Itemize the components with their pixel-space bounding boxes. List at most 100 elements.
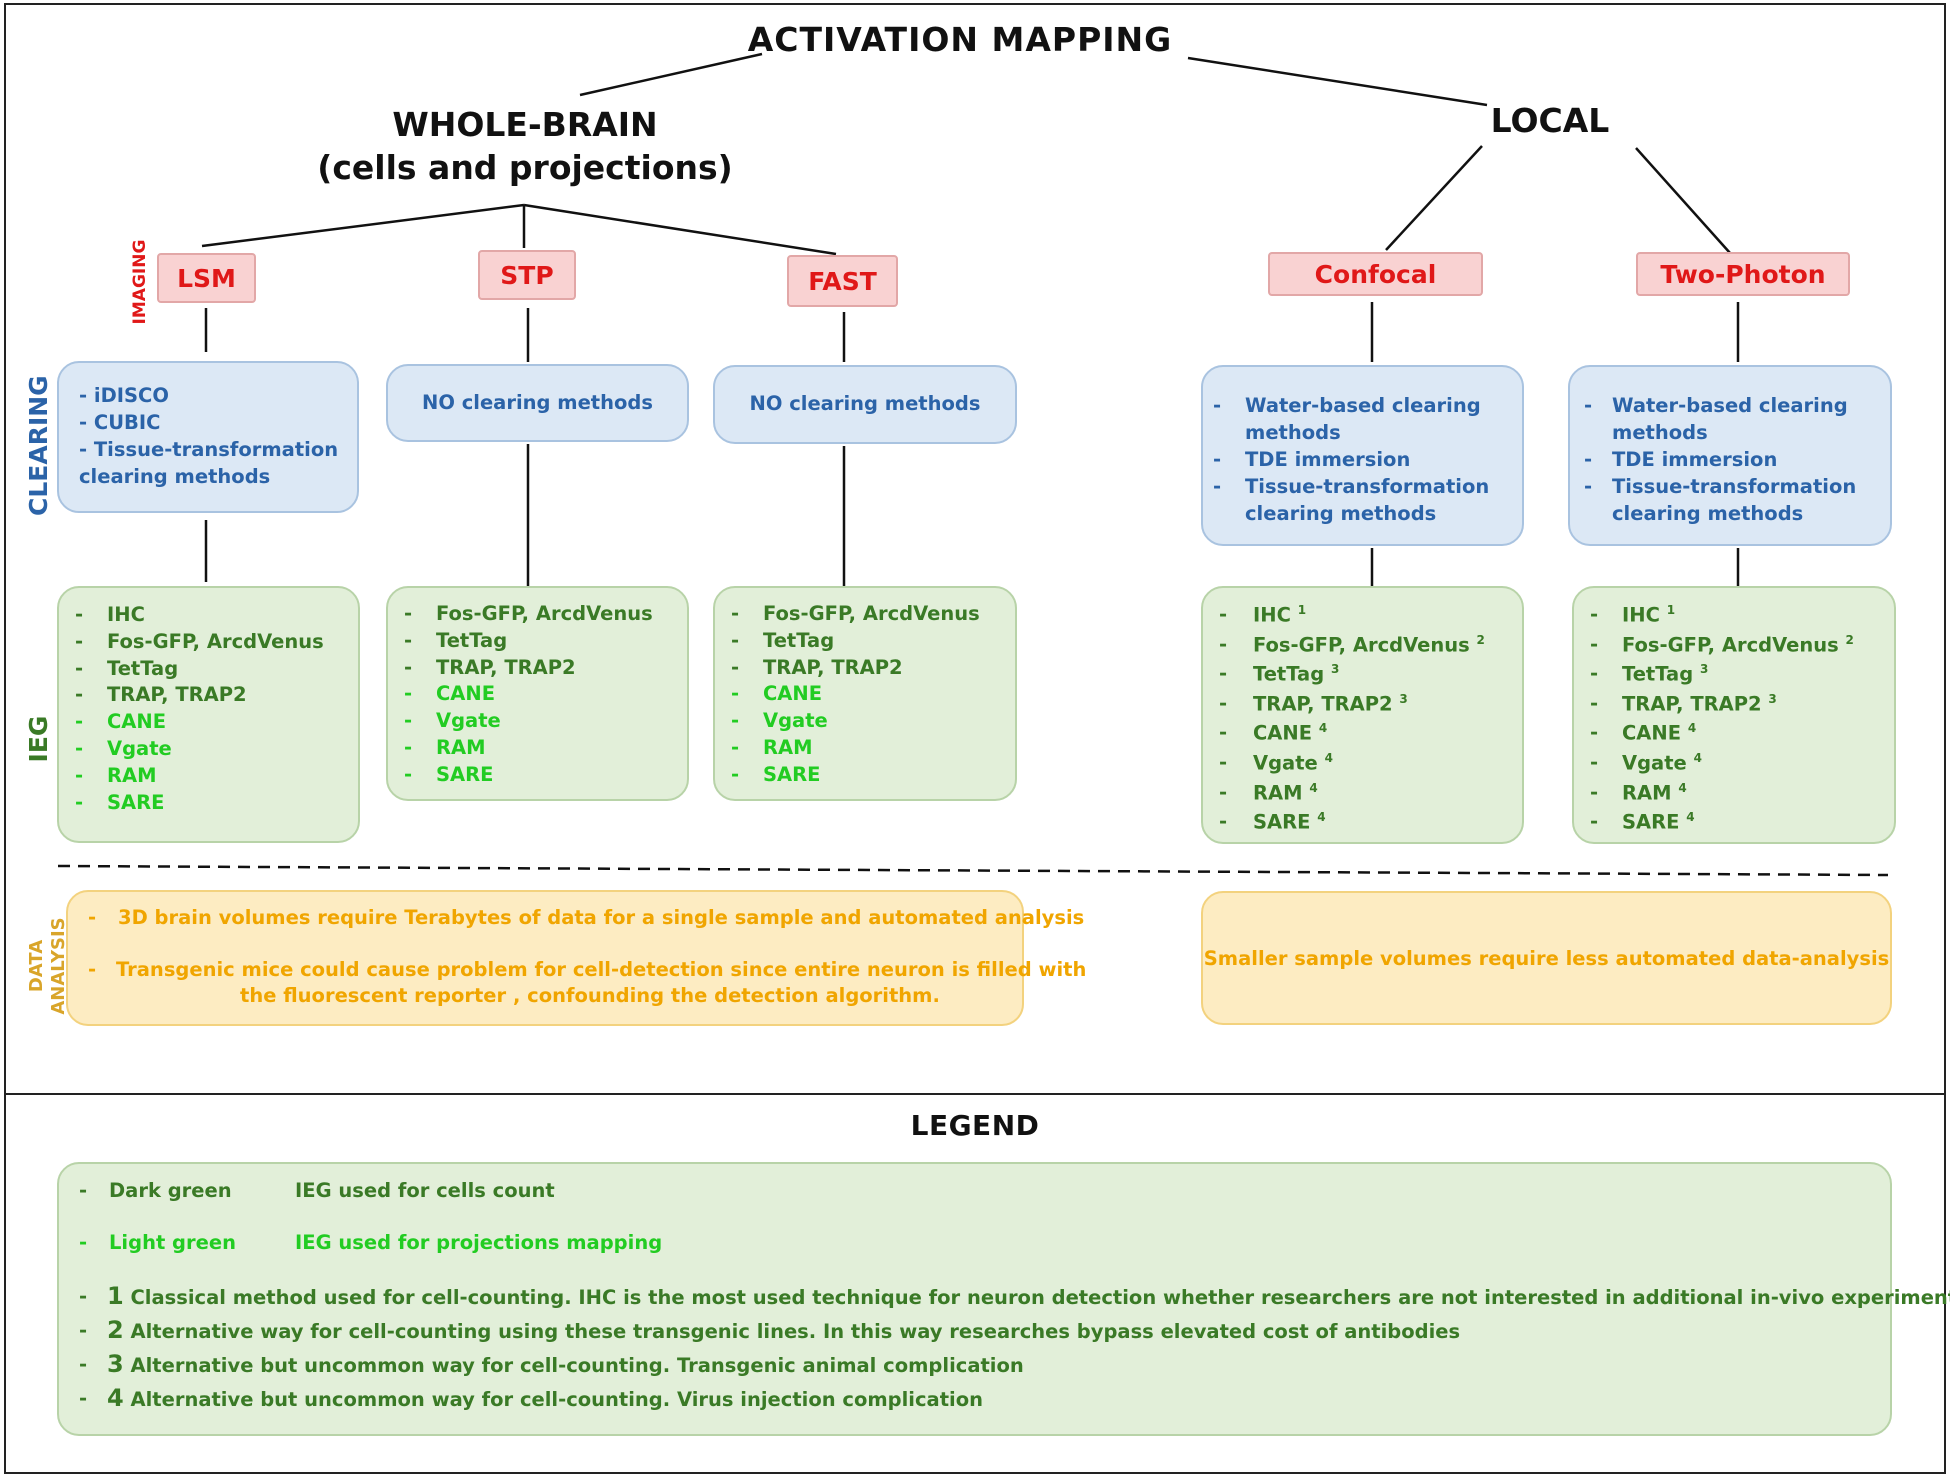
ieg-item-label: Fos-GFP, ArcdVenus — [763, 602, 980, 625]
data-bullet: - — [88, 906, 97, 929]
legend-dark-green-label: Dark green — [109, 1179, 232, 1202]
ieg-item-fast: SARE — [763, 763, 820, 786]
ieg-item-footnote: 4 — [1678, 780, 1687, 795]
legend-note-1: 1 Classical method used for cell-countin… — [107, 1282, 1950, 1310]
connector-local-confocal — [1385, 145, 1483, 251]
ieg-item-lsm: SARE — [107, 791, 164, 814]
ieg-item-label: CANE — [107, 710, 167, 734]
ieg-item-local: RAM 4 — [1253, 781, 1318, 805]
legend-note-text: Alternative but uncommon way for cell-co… — [130, 1388, 984, 1411]
legend-note-3: 3 Alternative but uncommon way for cell-… — [107, 1350, 1024, 1378]
ieg-bullet: - — [1590, 780, 1599, 804]
ieg-bullet: - — [1219, 780, 1228, 804]
clearing-confocal-line: Tissue-transformation — [1245, 475, 1490, 498]
ieg-item-label: SARE — [1622, 810, 1680, 834]
ieg-item-footnote: 2 — [1476, 632, 1485, 647]
ieg-bullet: - — [1590, 603, 1599, 626]
ieg-item-lsm: RAM — [107, 764, 157, 787]
ieg-item-label: Fos-GFP, ArcdVenus — [436, 602, 653, 625]
data-bullet: - — [88, 958, 97, 981]
ieg-item-local: TetTag 3 — [1622, 662, 1708, 686]
data-analysis-box-whole-brain: - 3D brain volumes require Terabytes of … — [66, 890, 1086, 1026]
ieg-bullet: - — [1219, 662, 1228, 686]
ieg-item-footnote: 1 — [1666, 603, 1676, 617]
ieg-item-local: Vgate 4 — [1253, 751, 1333, 775]
ieg-item-label: Vgate — [436, 709, 501, 733]
ieg-item-local: SARE 4 — [1253, 810, 1326, 834]
clearing-lsm-line: - Tissue-transformation — [79, 438, 339, 461]
legend-note-4: 4 Alternative but uncommon way for cell-… — [107, 1384, 983, 1412]
ieg-item-local: TRAP, TRAP2 3 — [1622, 692, 1777, 716]
ieg-item-stp: SARE — [436, 763, 493, 786]
ieg-item-stp: TetTag — [436, 629, 507, 652]
legend-bullet: - — [79, 1319, 88, 1342]
connector-title-wholebrain — [579, 52, 763, 97]
ieg-bullet: - — [404, 709, 413, 733]
ieg-item-local: CANE 4 — [1253, 721, 1327, 745]
ieg-item-footnote: 3 — [1699, 662, 1709, 677]
legend-note-number: 2 — [107, 1316, 124, 1344]
ieg-item-stp: Vgate — [436, 709, 501, 732]
ieg-bullet: - — [731, 628, 740, 652]
clearing-confocal-line: clearing methods — [1245, 502, 1437, 525]
clearing-bullet: - — [1213, 475, 1222, 498]
connector-wb-lsm — [201, 203, 525, 248]
legend-bullet: - — [79, 1353, 88, 1376]
legend-note-number: 4 — [107, 1384, 124, 1412]
ieg-item-label: Vgate — [107, 737, 172, 760]
ieg-item-footnote: 4 — [1309, 780, 1318, 795]
ieg-item-lsm: TetTag — [107, 657, 178, 680]
ieg-item-label: RAM — [1253, 781, 1303, 805]
ieg-item-fast: Vgate — [763, 709, 828, 732]
ieg-item-label: Vgate — [1253, 751, 1318, 775]
ieg-bullet: - — [731, 762, 740, 786]
ieg-item-stp: RAM — [436, 736, 486, 759]
ieg-item-label: TetTag — [107, 656, 179, 680]
ieg-item-label: TRAP, TRAP2 — [107, 683, 247, 707]
ieg-item-label: SARE — [107, 790, 165, 814]
ieg-item-label: Fos-GFP, ArcdVenus — [107, 629, 324, 653]
clearing-twophoton-line: Tissue-transformation — [1612, 475, 1857, 498]
data-analysis-line: 3D brain volumes require Terabytes of da… — [118, 906, 1085, 929]
ieg-bullet: - — [404, 682, 413, 706]
clearing-box-stp: NO clearing methods — [386, 364, 689, 442]
ieg-item-label: TRAP, TRAP2 — [436, 655, 576, 679]
side-label-imaging: IMAGING — [130, 239, 150, 325]
ieg-item-stp: TRAP, TRAP2 — [436, 656, 576, 679]
ieg-item-label: IHC — [1253, 603, 1291, 627]
ieg-item-label: Vgate — [763, 709, 828, 733]
ieg-bullet: - — [404, 602, 413, 625]
ieg-bullet: - — [1590, 632, 1599, 656]
clearing-confocal-line: TDE immersion — [1245, 448, 1411, 471]
ieg-box-fast: -Fos-GFP, ArcdVenus-TetTag-TRAP, TRAP2-C… — [713, 586, 1017, 801]
ieg-bullet: - — [1590, 810, 1599, 834]
ieg-item-label: TetTag — [436, 628, 508, 652]
clearing-box-confocal: - Water-based clearing methods - TDE imm… — [1201, 365, 1524, 546]
ieg-item-local: Fos-GFP, ArcdVenus 2 — [1622, 633, 1854, 657]
ieg-item-label: RAM — [107, 763, 157, 787]
ieg-item-local: Fos-GFP, ArcdVenus 2 — [1253, 633, 1485, 657]
ieg-item-label: TRAP, TRAP2 — [1622, 692, 1762, 716]
ieg-item-label: SARE — [1253, 810, 1311, 834]
clearing-twophoton-line: Water-based clearing — [1612, 394, 1848, 417]
legend-note-number: 1 — [107, 1282, 124, 1310]
legend-light-green-label: Light green — [109, 1231, 236, 1254]
clearing-twophoton-line: methods — [1612, 421, 1708, 444]
legend-dark-green-text: IEG used for cells count — [295, 1179, 555, 1202]
ieg-bullet: - — [75, 710, 84, 734]
ieg-bullet: - — [75, 737, 84, 760]
legend-bullet: - — [79, 1179, 88, 1202]
clearing-twophoton-line: TDE immersion — [1612, 448, 1778, 471]
ieg-item-footnote: 4 — [1693, 751, 1702, 765]
ieg-item-local: CANE 4 — [1622, 721, 1696, 745]
branch-whole-brain: WHOLE-BRAIN (cells and projections) — [300, 103, 750, 189]
side-label-clearing: CLEARING — [24, 375, 53, 516]
ieg-bullet: - — [1219, 810, 1228, 834]
legend-bullet: - — [79, 1231, 88, 1254]
ieg-item-fast: Fos-GFP, ArcdVenus — [763, 602, 980, 625]
ieg-bullet: - — [75, 790, 84, 814]
clearing-box-lsm: - iDISCO - CUBIC - Tissue-transformation… — [57, 361, 359, 513]
ieg-bullet: - — [1590, 721, 1599, 745]
ieg-item-label: IHC — [107, 603, 145, 626]
clearing-bullet: - — [1213, 394, 1222, 417]
